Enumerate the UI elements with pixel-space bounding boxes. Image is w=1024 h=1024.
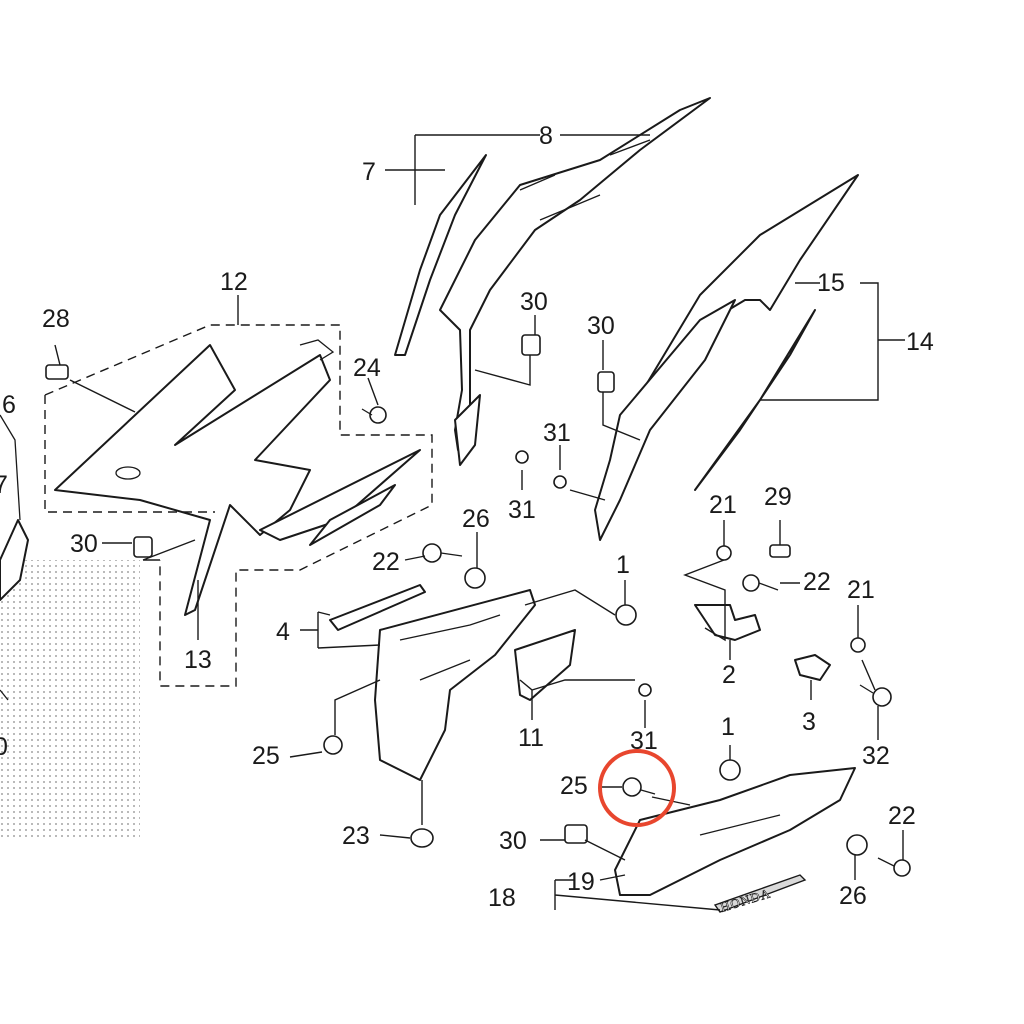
callout-21-a: 21	[709, 491, 737, 519]
callout-29: 29	[764, 483, 792, 511]
callout-1-b: 1	[721, 713, 735, 741]
bracket-part-3	[794, 654, 831, 681]
central-bracket-part	[374, 589, 576, 781]
leader-lines	[44, 134, 905, 911]
callout-1-a: 1	[616, 551, 630, 579]
callout-3: 3	[802, 708, 816, 736]
callout-31-c: 31	[630, 727, 658, 755]
callout-30-b: 30	[587, 312, 615, 340]
callout-15: 15	[817, 269, 845, 297]
callout-labels: 8 7 15 14 12 28 24 30 30 6 31 31 7 21 29…	[0, 122, 934, 912]
callout-22-b: 22	[803, 568, 831, 596]
lower-cowl-part	[614, 767, 856, 913]
callout-7-left: 7	[0, 471, 8, 499]
callout-0: 0	[0, 733, 8, 761]
callout-4: 4	[276, 618, 290, 646]
callout-19: 19	[567, 868, 595, 896]
callout-30-c: 30	[70, 530, 98, 558]
callout-25-b: 25	[560, 772, 588, 800]
callout-11: 11	[518, 724, 544, 752]
callout-13: 13	[184, 646, 212, 674]
callout-23: 23	[342, 822, 370, 850]
callout-26-b: 26	[839, 882, 867, 910]
callout-30-a: 30	[520, 288, 548, 316]
callout-22-a: 22	[372, 548, 400, 576]
callout-14: 14	[906, 328, 934, 356]
callout-32: 32	[862, 742, 890, 770]
left-side-cover-part	[54, 339, 421, 616]
callout-28: 28	[42, 305, 70, 333]
callout-21-b: 21	[847, 576, 875, 604]
highlight-circle	[598, 749, 676, 827]
callout-26-a: 26	[462, 505, 490, 533]
callout-2: 2	[722, 661, 736, 689]
callout-31-b: 31	[508, 496, 536, 524]
callout-24: 24	[353, 354, 381, 382]
callout-7: 7	[362, 158, 376, 186]
callout-6: 6	[2, 391, 16, 419]
left-partial-parts	[0, 414, 140, 840]
bracket-part-2	[694, 604, 761, 641]
right-upper-cover-part	[594, 174, 859, 541]
callout-31-a: 31	[543, 419, 571, 447]
upper-cover-part	[394, 97, 711, 466]
callout-18: 18	[488, 884, 516, 912]
callout-12: 12	[220, 268, 248, 296]
brand-mark: HONDA	[718, 885, 772, 915]
callout-8: 8	[539, 122, 553, 150]
strip-part	[329, 584, 426, 631]
hardware-items	[45, 334, 911, 877]
callout-30-d: 30	[499, 827, 527, 855]
callout-22-c: 22	[888, 802, 916, 830]
callout-25-a: 25	[252, 742, 280, 770]
